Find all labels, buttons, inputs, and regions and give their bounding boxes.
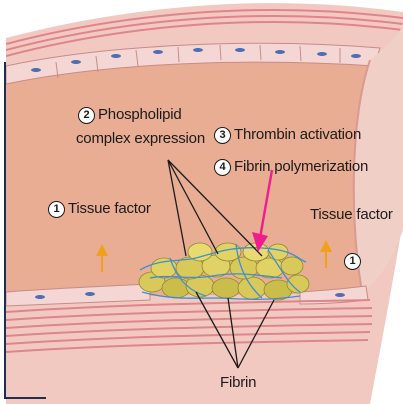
label-phospholipid-line2: complex expression [76,130,205,148]
step-1-badge-left: 1 [48,201,65,218]
step-2-badge: 2 [78,107,95,124]
label-fibrin: Fibrin [220,374,256,392]
label-fibrin-polymerization-text: Fibrin polymerization [234,158,368,175]
step-3-badge: 3 [214,127,231,144]
step-1-badge-right-wrap: 1 [344,252,364,270]
step-4-badge: 4 [214,159,231,176]
bottom-frame-line [4,397,46,399]
step-1-badge-right: 1 [344,253,361,270]
label-phospholipid-line1: Phospholipid [98,106,182,123]
label-thrombin-text: Thrombin activation [234,126,361,143]
label-tissue-factor-right: Tissue factor [310,206,393,224]
left-frame-line [4,62,6,398]
label-tissue-factor-left-text: Tissue factor [68,200,151,217]
